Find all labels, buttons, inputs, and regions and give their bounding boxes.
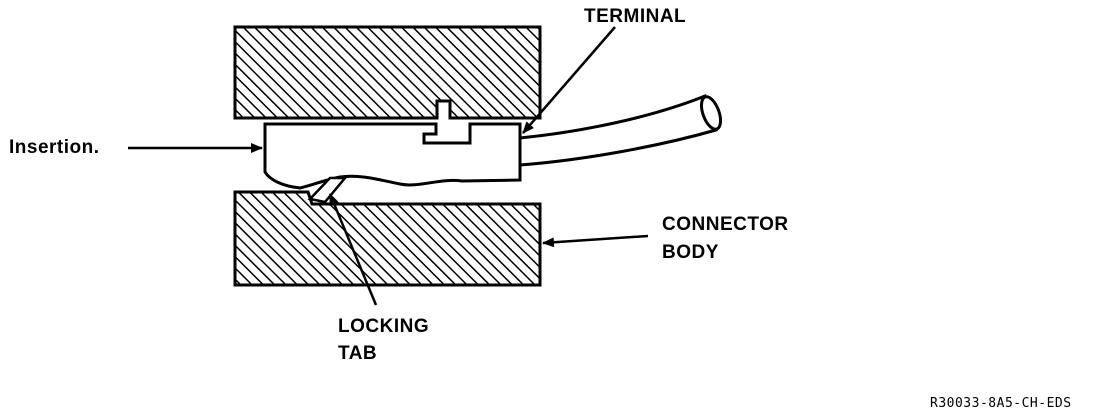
terminal-label: TERMINAL <box>584 6 687 27</box>
connector-body-arrow <box>542 234 649 248</box>
connector-body-label-line2: BODY <box>662 242 719 263</box>
wire <box>518 94 718 167</box>
terminal-leader <box>522 26 616 134</box>
wire-end <box>699 95 723 131</box>
insertion-label: Insertion. <box>9 137 100 158</box>
locking-tab-leader <box>328 193 378 306</box>
locking-tab <box>307 176 348 204</box>
figure-code: R30033-8A5-CH-EDS <box>930 396 1072 411</box>
locking-tab-label-line1: LOCKING <box>338 316 430 337</box>
locking-tab-label-line2: TAB <box>338 343 378 364</box>
connector-body-label-line1: CONNECTOR <box>662 214 789 235</box>
terminal-body <box>263 122 522 190</box>
lower-connector-body <box>233 190 542 287</box>
upper-connector-body <box>233 25 542 120</box>
